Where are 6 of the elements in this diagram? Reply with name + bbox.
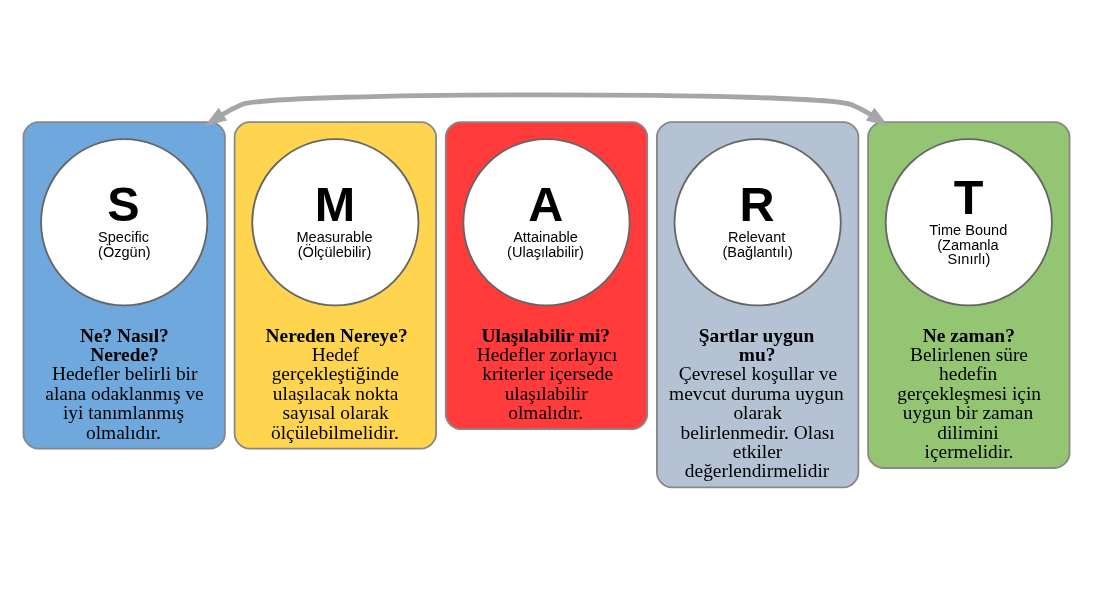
node-circle: R Relevant (Bağlantılı) — [673, 138, 842, 307]
node-circle: M Measurable (Ölçülebilir) — [251, 138, 420, 307]
node-circle: T Time Bound (Zamanla Sınırlı) — [884, 138, 1053, 307]
node-circle: A Attainable (Ulaşılabilir) — [462, 138, 631, 307]
node-circle: S Specific (Özgün) — [40, 138, 209, 307]
arrow — [204, 92, 889, 127]
